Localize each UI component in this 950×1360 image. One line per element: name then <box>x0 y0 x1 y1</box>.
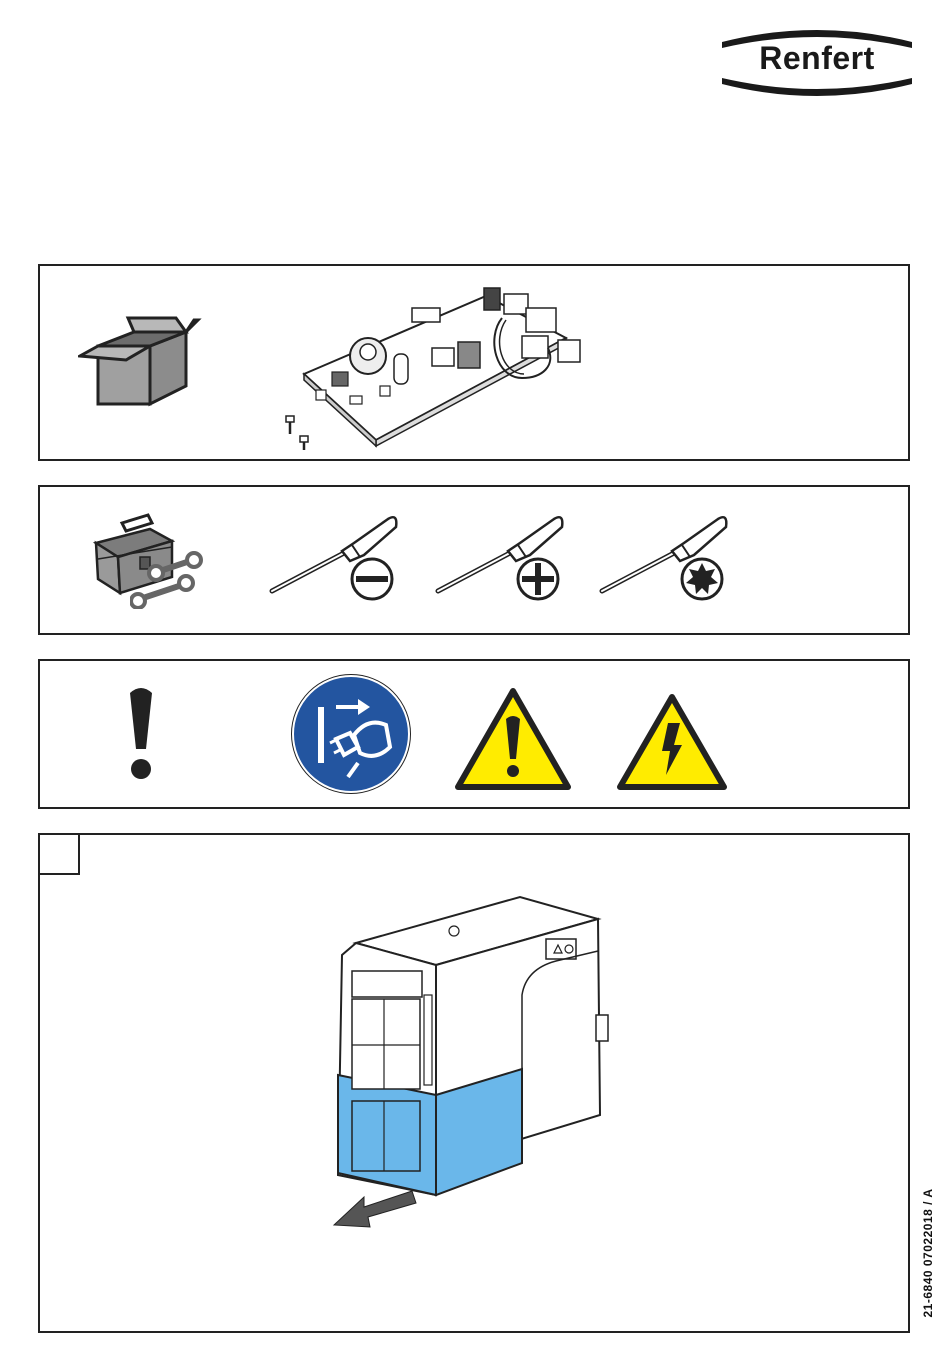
slotted-screwdriver-icon <box>268 513 402 607</box>
exclamation-icon <box>124 685 158 785</box>
pull-direction-arrow-icon <box>330 1185 420 1231</box>
package-box-icon <box>78 316 202 410</box>
pcb-board-icon <box>276 278 596 450</box>
screw-icon <box>300 436 308 450</box>
parts-panel <box>38 264 910 461</box>
figure-panel <box>38 833 910 1333</box>
phillips-screwdriver-icon <box>434 513 568 607</box>
disconnect-mains-plug-icon <box>290 673 412 795</box>
tools-panel <box>38 485 910 635</box>
general-warning-icon <box>454 687 572 791</box>
renfert-logo: Renfert <box>718 24 916 102</box>
document-code-text: 21-6840 07022018 / A <box>921 1178 935 1328</box>
electrical-hazard-icon <box>616 693 728 791</box>
step-number-box <box>40 835 80 875</box>
torx-screwdriver-icon <box>598 513 732 607</box>
wrench-icon <box>130 545 210 609</box>
brand-name: Renfert <box>718 40 916 77</box>
safety-panel <box>38 659 910 809</box>
device-illustration <box>326 895 626 1235</box>
screw-icon <box>286 416 294 434</box>
